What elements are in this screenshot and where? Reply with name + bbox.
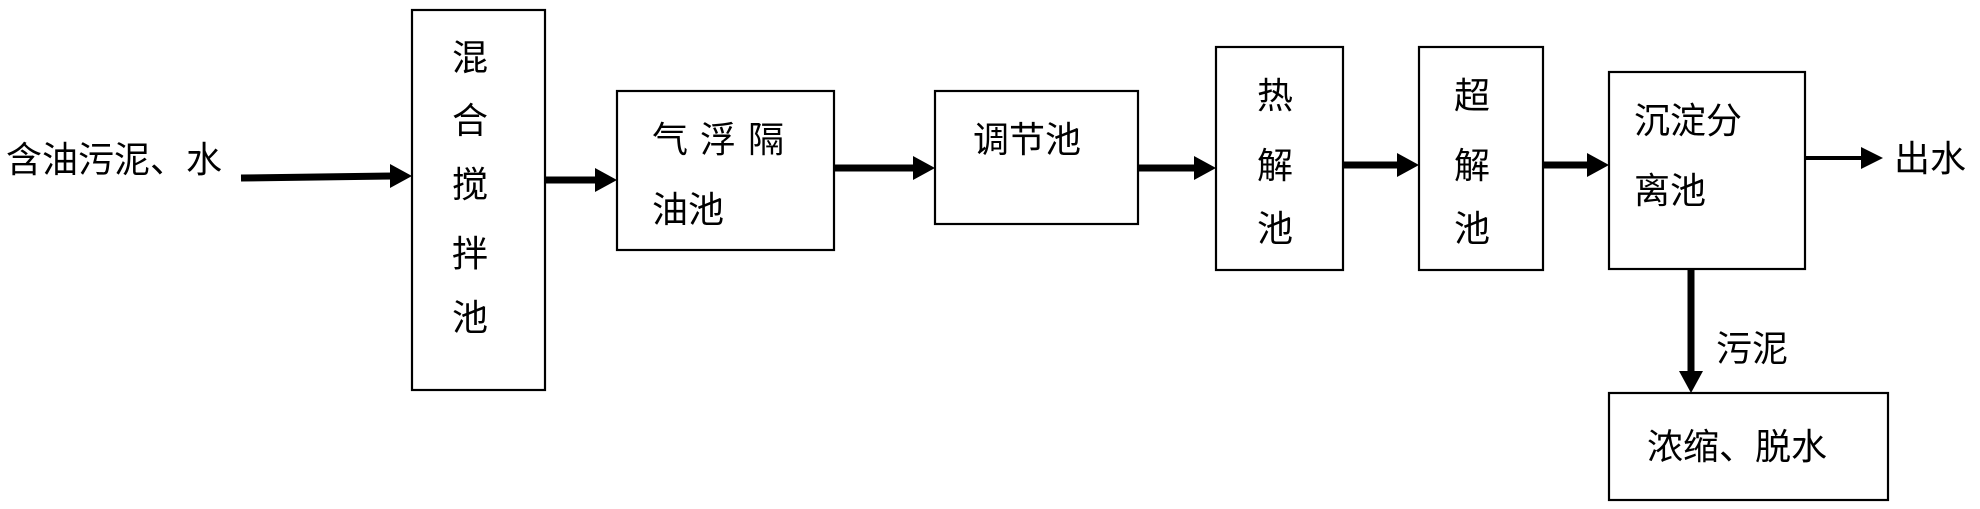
arrow-settling-to-effluent	[1805, 147, 1883, 169]
flotation-tank-line: 油池	[652, 190, 724, 231]
box-regulating-tank: 调节池	[933, 89, 1140, 226]
arrow-input-to-mixing	[240, 164, 412, 188]
box-mixing-tank: 混 合 搅 拌 池	[410, 8, 547, 392]
effluent-label: 出水	[1894, 139, 1966, 180]
regulating-tank-label: 调节池	[973, 120, 1081, 161]
box-settling-separation-tank: 沉淀分 离池	[1607, 70, 1807, 271]
settling-tank-line: 离池	[1634, 171, 1706, 212]
flotation-tank-line: 气浮隔	[652, 120, 796, 161]
dewatering-label: 浓缩、脱水	[1647, 427, 1827, 468]
ultra-tank-char: 解	[1454, 146, 1490, 187]
arrow-ultra-to-settling	[1543, 153, 1609, 177]
arrow-flotation-to-regulating	[834, 156, 935, 180]
mixing-tank-char: 拌	[452, 234, 488, 275]
input-label: 含油污泥、水	[6, 140, 222, 181]
pyrolysis-tank-char: 池	[1257, 209, 1293, 250]
settling-tank-line: 沉淀分	[1634, 101, 1742, 142]
ultra-tank-char: 超	[1454, 76, 1490, 117]
arrow-regulating-to-pyrolysis	[1138, 156, 1216, 180]
box-pyrolysis-tank: 热 解 池	[1214, 45, 1345, 272]
pyrolysis-tank-char: 热	[1257, 76, 1293, 117]
pyrolysis-tank-char: 解	[1257, 146, 1293, 187]
arrow-pyrolysis-to-ultra	[1343, 153, 1419, 177]
mixing-tank-char: 合	[452, 101, 488, 142]
arrow-settling-to-dewatering	[1679, 269, 1703, 393]
mixing-tank-char: 池	[452, 298, 488, 339]
ultra-tank-char: 池	[1454, 209, 1490, 250]
arrow-mixing-to-flotation	[545, 168, 617, 192]
box-thickening-dewatering: 浓缩、脱水	[1607, 391, 1890, 502]
box-air-flotation-tank: 气浮隔 油池	[615, 89, 836, 252]
box-ultra-tank: 超 解 池	[1417, 45, 1545, 272]
sludge-label: 污泥	[1716, 329, 1788, 370]
mixing-tank-char: 搅	[452, 165, 488, 206]
mixing-tank-char: 混	[452, 38, 488, 79]
